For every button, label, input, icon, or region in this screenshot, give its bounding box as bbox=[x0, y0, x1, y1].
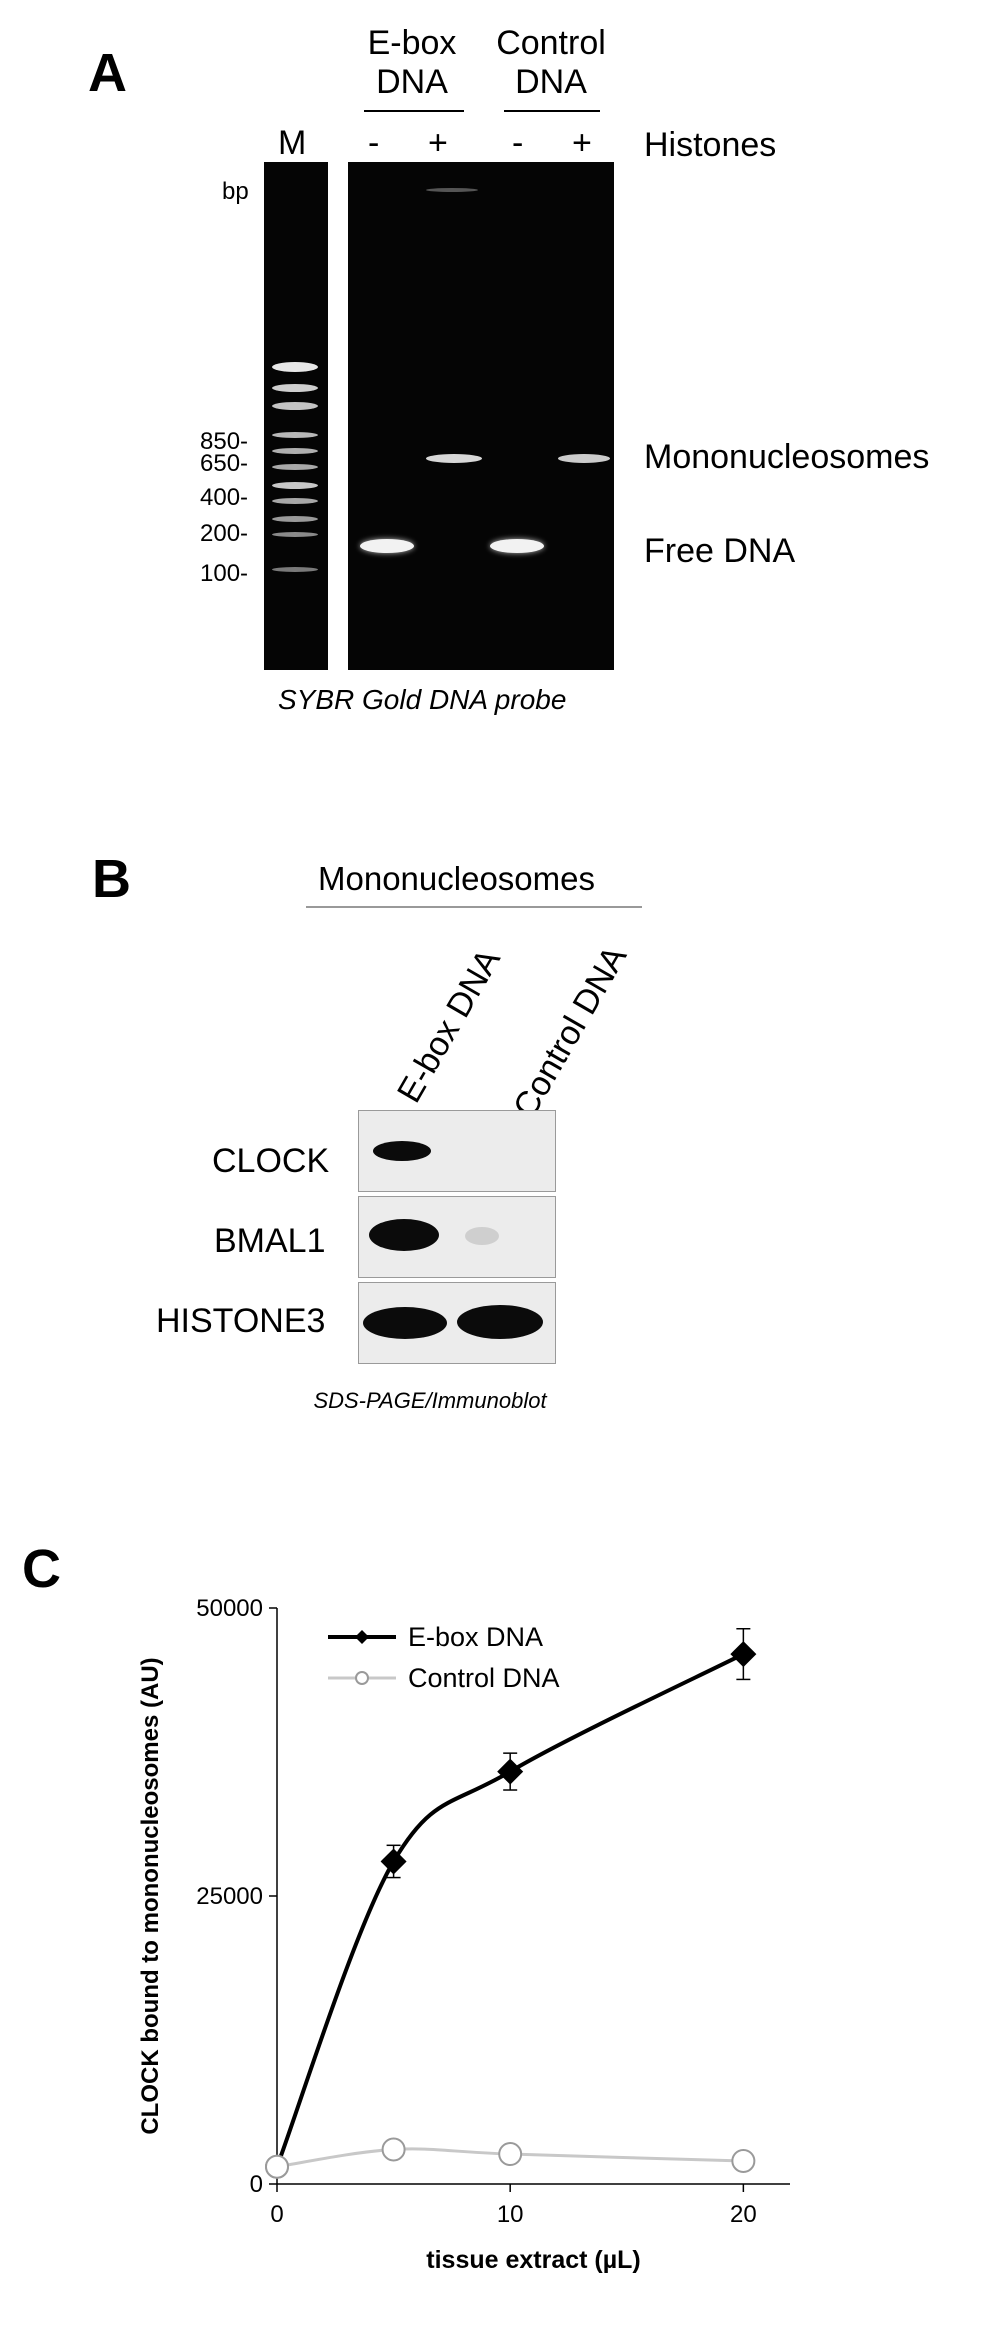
y-tick-label: 50000 bbox=[196, 1595, 263, 1622]
marker-band bbox=[272, 432, 318, 438]
blot-caption: SDS-PAGE/Immunoblot bbox=[313, 1388, 547, 1413]
legend-control-swatch-marker bbox=[355, 1671, 369, 1685]
marker-band bbox=[272, 482, 318, 489]
blot-strip-bmal1 bbox=[358, 1196, 556, 1278]
marker-band bbox=[272, 448, 318, 454]
legend-control-label: Control DNA bbox=[408, 1663, 560, 1693]
control-dna-point bbox=[498, 2142, 523, 2167]
legend-ebox-label: E-box DNA bbox=[408, 1622, 543, 1652]
blot-strip-clock bbox=[358, 1110, 556, 1192]
size-marker-200: 200- bbox=[200, 520, 249, 547]
gel-caption: SYBR Gold DNA probe bbox=[278, 684, 567, 715]
ebox-group-line1: E-box bbox=[367, 24, 457, 62]
marker-band bbox=[272, 402, 318, 410]
marker-band bbox=[272, 384, 318, 392]
lane-sign-1: - bbox=[368, 124, 380, 162]
size-marker-650: 650- bbox=[200, 450, 249, 477]
bp-label: bp bbox=[222, 178, 249, 205]
y-axis-title: CLOCK bound to mononucleosomes (AU) bbox=[137, 1657, 164, 2134]
marker-band bbox=[272, 464, 318, 470]
size-marker-400: 400- bbox=[200, 484, 249, 511]
clock-band-ebox bbox=[373, 1141, 431, 1161]
ebox-dna-point bbox=[730, 1641, 757, 1668]
blot-header: Mononucleosomes bbox=[318, 860, 595, 897]
histones-label: Histones bbox=[644, 126, 777, 164]
histone3-band-control bbox=[457, 1305, 543, 1339]
free-dna-band-label: Free DNA bbox=[644, 532, 796, 570]
blot-lane-label-ebox: E-box DNA bbox=[390, 942, 508, 1109]
blot-strip-histone3 bbox=[358, 1282, 556, 1364]
blot-lane-label-control: Control DNA bbox=[506, 939, 635, 1124]
panel-c-letter: C bbox=[22, 1539, 61, 1599]
x-tick-label: 10 bbox=[497, 2201, 524, 2228]
control-dna-point bbox=[731, 2148, 756, 2173]
bmal1-band-ebox bbox=[369, 1219, 439, 1251]
ebox-group-line2: DNA bbox=[376, 63, 448, 101]
blot-row-label-histone3: HISTONE3 bbox=[156, 1302, 326, 1340]
ebox-group-label: E-box DNA bbox=[352, 24, 472, 102]
ebox-dna-point bbox=[265, 2154, 289, 2179]
control-group-underline bbox=[504, 110, 600, 112]
ebox-group-underline bbox=[364, 110, 464, 112]
marker-lane-label: M bbox=[278, 124, 307, 162]
panel-b-letter: B bbox=[92, 849, 131, 909]
size-marker-850: 850- bbox=[200, 428, 249, 455]
control-group-line1: Control bbox=[496, 24, 606, 62]
free-dna-band-control bbox=[490, 539, 544, 553]
y-tick-label: 25000 bbox=[196, 1883, 263, 1910]
mononucleosomes-band-label: Mononucleosomes bbox=[644, 438, 930, 476]
blot-row-label-bmal1: BMAL1 bbox=[214, 1222, 326, 1260]
x-tick-label: 20 bbox=[730, 2201, 757, 2228]
x-axis-title: tissue extract (µL) bbox=[426, 2246, 640, 2274]
ebox-dna-point bbox=[380, 1848, 407, 1875]
control-dna-line bbox=[276, 2147, 744, 2169]
lane-sign-4: + bbox=[572, 124, 592, 162]
marker-band bbox=[272, 532, 318, 537]
panel-a-letter: A bbox=[88, 43, 127, 103]
lane-sign-2: + bbox=[428, 124, 448, 162]
blot-header-rule bbox=[306, 906, 642, 908]
line-chart: 0 25000 50000 0 10 20 tissue extract (µL) CLOCK… bbox=[137, 1595, 790, 2274]
marker-band bbox=[272, 362, 318, 372]
histone3-band-ebox bbox=[363, 1307, 447, 1339]
sample-gel bbox=[348, 162, 614, 670]
ebox-dna-line bbox=[275, 1652, 745, 2168]
mononucleosome-band-ebox bbox=[426, 454, 482, 463]
marker-band bbox=[272, 567, 318, 572]
legend-ebox-swatch-marker bbox=[355, 1630, 369, 1644]
blot-row-label-clock: CLOCK bbox=[212, 1142, 330, 1180]
control-dna-point bbox=[381, 2137, 406, 2162]
ebox-dna-point bbox=[497, 1758, 524, 1785]
marker-gel bbox=[264, 162, 328, 670]
well-smear bbox=[426, 188, 478, 192]
marker-band bbox=[272, 516, 318, 522]
y-tick-label: 0 bbox=[250, 2171, 263, 2198]
control-group-line2: DNA bbox=[515, 63, 587, 101]
control-group-label: Control DNA bbox=[486, 24, 616, 102]
free-dna-band-ebox bbox=[360, 539, 414, 553]
size-marker-100: 100- bbox=[200, 560, 249, 587]
marker-band bbox=[272, 498, 318, 504]
lane-sign-3: - bbox=[512, 124, 524, 162]
mononucleosome-band-control bbox=[558, 454, 610, 463]
x-tick-label: 0 bbox=[270, 2201, 283, 2228]
bmal1-band-control bbox=[465, 1227, 499, 1245]
